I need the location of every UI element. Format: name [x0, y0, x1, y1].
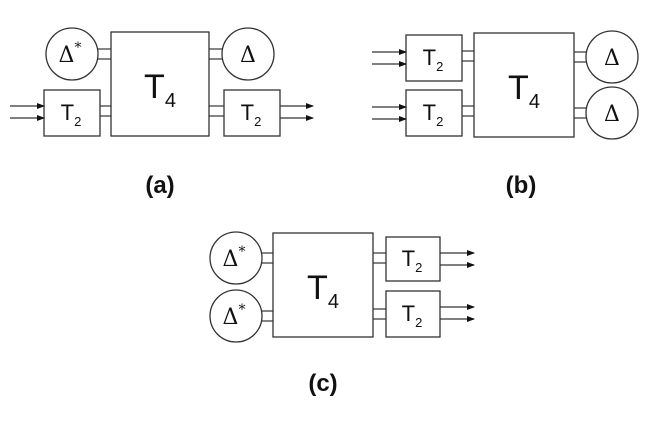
t2-box-right	[223, 89, 281, 137]
t2-box-top	[405, 34, 463, 82]
delta-star-label: Δ*	[59, 40, 82, 68]
diagram-a: T4 Δ* Δ T2 T2 (a)	[10, 27, 314, 199]
t2-box-left	[43, 89, 101, 137]
t4-box	[473, 32, 575, 138]
t2-label-bottom: T2	[402, 301, 423, 330]
caption-c: (c)	[308, 370, 337, 397]
delta-node	[221, 27, 275, 81]
delta-star-node	[45, 27, 99, 81]
t4-box	[110, 31, 210, 137]
t4-label: T4	[508, 69, 540, 113]
delta-label: Δ	[240, 43, 256, 68]
t2-box-bottom	[385, 290, 441, 338]
t2-box-bottom	[405, 89, 463, 137]
diagram-c: T4 Δ* Δ* T2 T2 (c)	[209, 231, 475, 397]
delta-node-top	[585, 30, 639, 84]
delta-star-label-bottom: Δ*	[223, 302, 246, 330]
t2-label-top: T2	[402, 246, 423, 275]
t2-label-left: T2	[61, 100, 82, 129]
t2-label-right: T2	[241, 100, 262, 129]
t4-box	[272, 232, 374, 338]
delta-star-label-top: Δ*	[223, 244, 246, 272]
t2-box-top	[385, 236, 441, 282]
caption-a: (a)	[145, 172, 174, 199]
t4-label: T4	[307, 269, 339, 313]
delta-label-bottom: Δ	[604, 102, 620, 127]
t2-label-bottom: T2	[423, 100, 444, 129]
delta-star-node-top	[209, 231, 263, 285]
delta-star-node-bottom	[209, 289, 263, 343]
delta-label-top: Δ	[604, 46, 620, 71]
t4-label: T4	[144, 68, 176, 112]
diagram-b: T4 T2 T2 Δ Δ (b)	[372, 30, 639, 199]
caption-b: (b)	[506, 172, 537, 199]
t2-label-top: T2	[423, 45, 444, 74]
delta-node-bottom	[585, 86, 639, 140]
